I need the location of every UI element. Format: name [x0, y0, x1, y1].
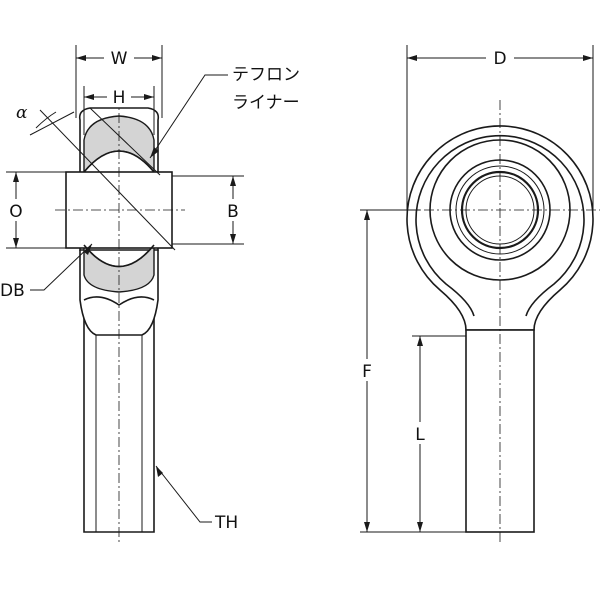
label-O: O: [9, 202, 22, 222]
label-L: L: [415, 425, 425, 445]
th-leader: [155, 465, 212, 523]
dim-F-arrow-bottom: [364, 522, 370, 532]
dim-L-arrow-top: [417, 336, 423, 346]
front-view: D F L: [357, 45, 600, 545]
label-F: F: [362, 362, 372, 382]
teflon-leader-arrow: [150, 147, 159, 158]
label-TH: TH: [214, 513, 238, 533]
dim-W-arrow-left: [76, 55, 86, 61]
dim-H-arrow-right: [144, 94, 154, 100]
side-view: W H α テフロン ライナー O B: [0, 45, 300, 545]
dim-B-arrow-top: [230, 176, 236, 186]
front-eye-inner-outline: [415, 134, 585, 317]
dim-D-arrow-left: [407, 55, 417, 61]
side-misalignment-line: [39, 109, 176, 251]
teflon-leader: [149, 74, 228, 159]
dim-O-arrow-bottom: [13, 238, 19, 248]
side-neck-curve: [83, 296, 155, 306]
label-H: H: [113, 88, 126, 108]
label-teflon-line2: ライナー: [232, 93, 300, 113]
db-leader: [30, 243, 93, 291]
dim-alpha-arc: [35, 111, 57, 129]
dim-O-arrow-top: [13, 172, 19, 182]
side-misalignment-line-2: [89, 107, 161, 176]
dim-D-arrow-right: [583, 55, 593, 61]
label-D: D: [493, 49, 506, 69]
dim-F-arrow-top: [364, 210, 370, 220]
label-teflon-line1: テフロン: [232, 65, 300, 85]
dim-B-arrow-bottom: [230, 234, 236, 244]
dim-alpha-ref: [29, 111, 75, 136]
dim-W-arrow-right: [152, 55, 162, 61]
dim-H-arrow-left: [84, 94, 94, 100]
label-W: W: [111, 49, 128, 69]
db-leader-arrow: [84, 244, 92, 255]
th-leader-arrow: [156, 466, 163, 477]
label-B: B: [227, 202, 239, 222]
label-DB: DB: [0, 281, 25, 301]
dim-L-arrow-bottom: [417, 522, 423, 532]
label-alpha: α: [16, 103, 28, 123]
